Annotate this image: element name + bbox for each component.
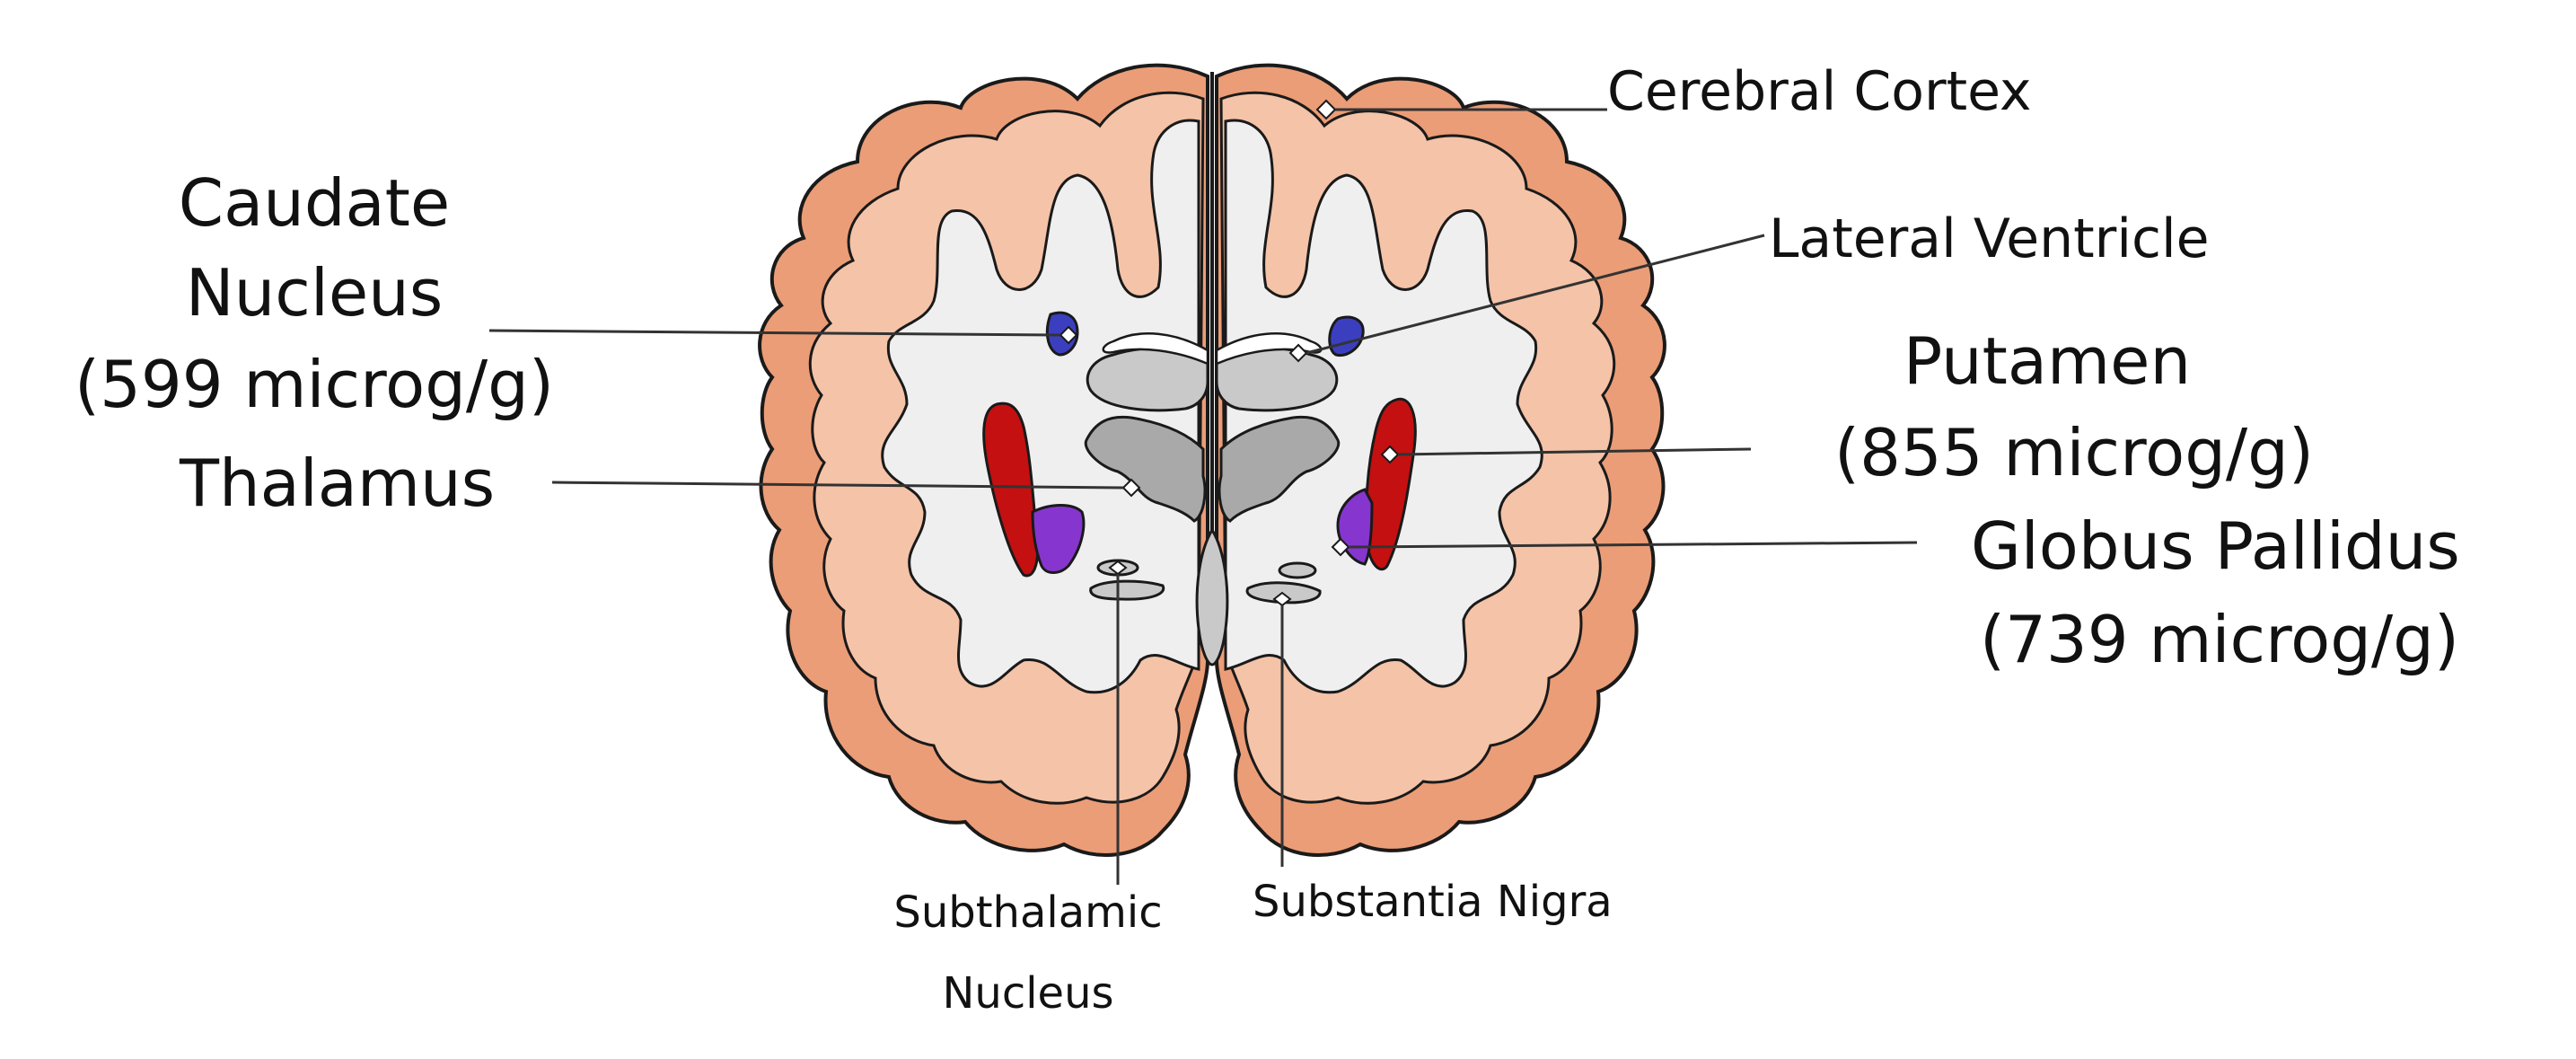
label-globus-pallidus-value: (739 microg/g) (1980, 602, 2459, 677)
leader-globus-pallidus (1348, 541, 1918, 549)
label-globus-pallidus-name: Globus Pallidus (1971, 508, 2460, 584)
label-putamen-value: (855 microg/g) (1834, 415, 2314, 490)
right-white-matter (1224, 119, 1543, 694)
marker-thalamus (1121, 478, 1141, 498)
marker-globus-pallidus (1331, 537, 1350, 557)
left-putamen (982, 402, 1040, 578)
marker-lateral-ventricle (1288, 343, 1308, 363)
label-thalamus: Thalamus (180, 446, 496, 521)
label-subthalamic-nucleus-line1: Subthalamic (893, 887, 1163, 938)
left-thalamus (1084, 415, 1207, 523)
left-substantia-nigra (1089, 579, 1165, 601)
left-white-matter (881, 119, 1200, 694)
label-subthalamic-nucleus-line2: Nucleus (942, 968, 1114, 1019)
leader-caudate-nucleus (488, 329, 1061, 337)
marker-putamen (1380, 445, 1400, 464)
label-caudate-nucleus-line1: Caudate (178, 165, 451, 241)
label-substantia-nigra: Substantia Nigra (1253, 877, 1613, 927)
leader-thalamus (551, 481, 1124, 490)
label-cerebral-cortex: Cerebral Cortex (1607, 60, 2032, 123)
right-subthalamic-nucleus (1278, 561, 1317, 579)
label-lateral-ventricle: Lateral Ventricle (1769, 207, 2210, 270)
right-putamen (1365, 397, 1417, 571)
label-caudate-nucleus-value: (599 microg/g) (75, 347, 554, 422)
marker-cerebral-cortex (1315, 99, 1337, 120)
right-thalamus (1218, 415, 1341, 523)
label-caudate-nucleus-line2: Nucleus (185, 255, 444, 331)
label-putamen-name: Putamen (1903, 323, 2192, 399)
leader-lateral-ventricle (1306, 234, 1765, 355)
third-ventricle (1195, 527, 1229, 666)
marker-caudate-nucleus (1059, 325, 1078, 345)
leader-putamen (1397, 447, 1752, 456)
right-substantia-nigra (1245, 581, 1322, 605)
corpus-callosum-left (1102, 332, 1209, 366)
left-globus-pallidus (1031, 504, 1086, 574)
